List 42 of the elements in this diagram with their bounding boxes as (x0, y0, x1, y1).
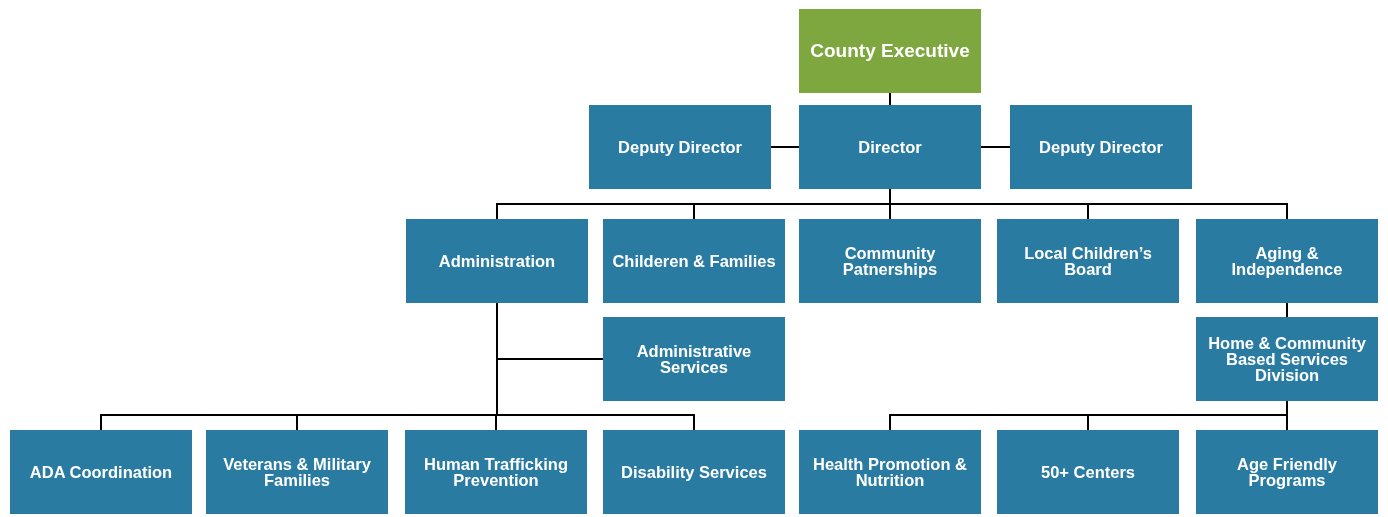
connector-line (1286, 302, 1288, 318)
org-box (405, 430, 587, 514)
box-label: Age Friendly Programs (1236, 456, 1338, 488)
org-box (997, 219, 1179, 303)
box-label: Deputy Director (618, 139, 742, 155)
connector-line (980, 146, 1011, 148)
org-box (10, 430, 192, 514)
box-label: Human Trafficking Prevention (423, 456, 569, 488)
box-label: Home & Community Based Services Division (1207, 335, 1367, 383)
org-box (799, 219, 981, 303)
org-box (1196, 219, 1378, 303)
box-label: 50+ Centers (1041, 464, 1135, 480)
box-label: County Executive (810, 41, 970, 61)
box-label: Veterans & Military Families (222, 456, 372, 488)
box-label: Childeren & Families (612, 253, 776, 269)
connector-line (889, 92, 891, 106)
org-box (799, 105, 981, 189)
box-label: Deputy Director (1039, 139, 1163, 155)
org-box (1196, 317, 1378, 401)
org-box (1010, 105, 1192, 189)
connector-line (770, 146, 800, 148)
org-box (589, 105, 771, 189)
box-label: Health Promotion & Nutrition (812, 456, 968, 488)
executive-box (799, 9, 981, 93)
org-box (603, 317, 785, 401)
connector-line (496, 302, 695, 431)
org-box (603, 430, 785, 514)
box-label: Community Patnerships (841, 245, 939, 277)
box-label: Director (858, 139, 922, 155)
org-box (406, 219, 588, 303)
org-box (603, 219, 785, 303)
connector-line (1286, 400, 1288, 431)
org-box (997, 430, 1179, 514)
org-box (799, 430, 981, 514)
box-label: ADA Coordination (29, 464, 173, 480)
org-box (206, 430, 388, 514)
box-label: Administrative Services (635, 343, 753, 375)
box-label: Disability Services (621, 464, 767, 480)
box-label: Aging & Independence (1230, 245, 1344, 277)
box-label: Administration (438, 253, 556, 269)
box-label: Local Children’s Board (1023, 245, 1153, 277)
org-box (1196, 430, 1378, 514)
